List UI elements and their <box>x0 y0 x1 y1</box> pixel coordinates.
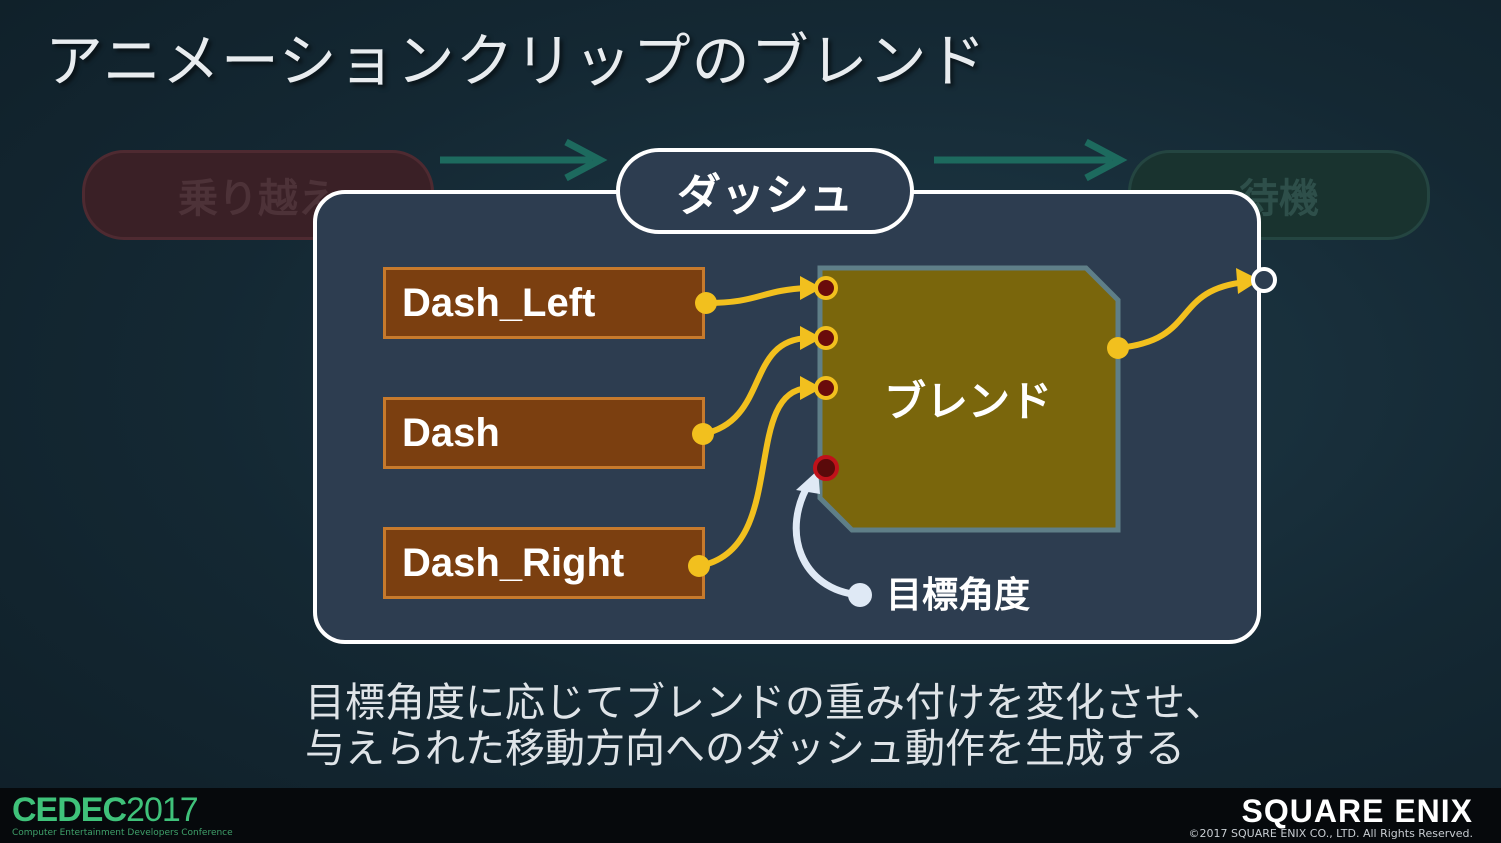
cedec-subtitle: Computer Entertainment Developers Confer… <box>12 828 233 838</box>
cedec-year: 2017 <box>126 791 199 829</box>
caption-line: 与えられた移動方向へのダッシュ動作を生成する <box>305 726 1185 772</box>
clip-output-port <box>695 292 717 314</box>
wire-arrowhead <box>800 376 822 400</box>
company-name: SQUARE ENIX <box>1241 793 1473 829</box>
cedec-logo: CEDEC2017 Computer Entertainment Develop… <box>12 792 233 838</box>
cedec-logo-text: CEDEC2017 <box>12 792 233 828</box>
clip-output-port <box>692 423 714 445</box>
state-output-port <box>1251 267 1277 293</box>
cedec-name: CEDEC <box>12 791 127 829</box>
wire-arrowhead <box>800 276 822 300</box>
blend-input-port <box>814 276 838 300</box>
wire-arrowhead <box>800 326 822 350</box>
wire-dash-right <box>698 385 809 569</box>
square-enix-logo: SQUARE ENIX ©2017 SQUARE ENIX CO., LTD. … <box>1189 795 1473 841</box>
target-angle-label: 目標角度 <box>886 575 1031 616</box>
clip-dash: Dash <box>383 397 705 469</box>
slide-title: アニメーションクリップのブレンド <box>45 27 987 95</box>
slide-caption: 目標角度に応じてブレンドの重み付けを変化させ、 与えられた移動方向へのダッシュ動… <box>305 680 1225 772</box>
state-current: ダッシュ <box>616 148 914 234</box>
blend-input-port <box>814 326 838 350</box>
wire-target-angle <box>792 480 861 599</box>
blend-output-port <box>1107 337 1129 359</box>
clip-dash-right: Dash_Right <box>383 527 705 599</box>
copyright-text: ©2017 SQUARE ENIX CO., LTD. All Rights R… <box>1188 827 1473 840</box>
blend-parameter-port <box>813 455 839 481</box>
wire-arrowhead <box>1236 268 1260 294</box>
wire-dash <box>702 335 809 437</box>
caption-line: 目標角度に応じてブレンドの重み付けを変化させ、 <box>305 680 1225 726</box>
footer-bar <box>0 788 1501 843</box>
wire-arrowhead <box>796 470 820 494</box>
clip-label: Dash_Left <box>402 280 596 325</box>
wire-dash-left <box>705 285 809 306</box>
wire-output <box>1117 279 1247 351</box>
blend-node-label: ブレンド <box>884 377 1053 426</box>
clip-label: Dash <box>402 410 500 455</box>
blend-node <box>817 265 1121 533</box>
clip-label: Dash_Right <box>402 540 625 585</box>
parameter-source-port <box>848 583 872 607</box>
blend-input-port <box>814 376 838 400</box>
clip-output-port <box>688 555 710 577</box>
clip-dash-left: Dash_Left <box>383 267 705 339</box>
